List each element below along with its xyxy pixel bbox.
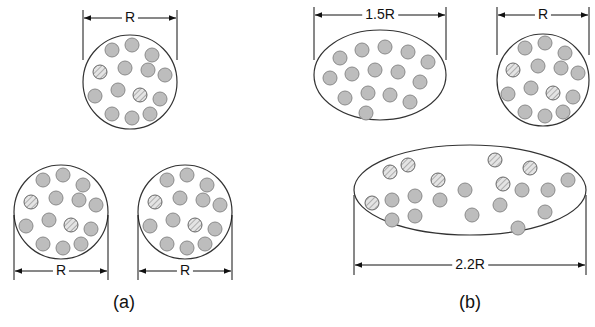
dimension-label: 1.5R xyxy=(362,7,398,22)
dimension-label: R xyxy=(122,10,138,25)
dimension-label: R xyxy=(535,7,551,22)
panel-label: (a) xyxy=(110,293,138,313)
panel-label: (b) xyxy=(456,293,484,313)
dimension-label: R xyxy=(177,263,193,278)
dimension-label: 2.2R xyxy=(452,257,488,272)
dimension-label: R xyxy=(53,263,69,278)
